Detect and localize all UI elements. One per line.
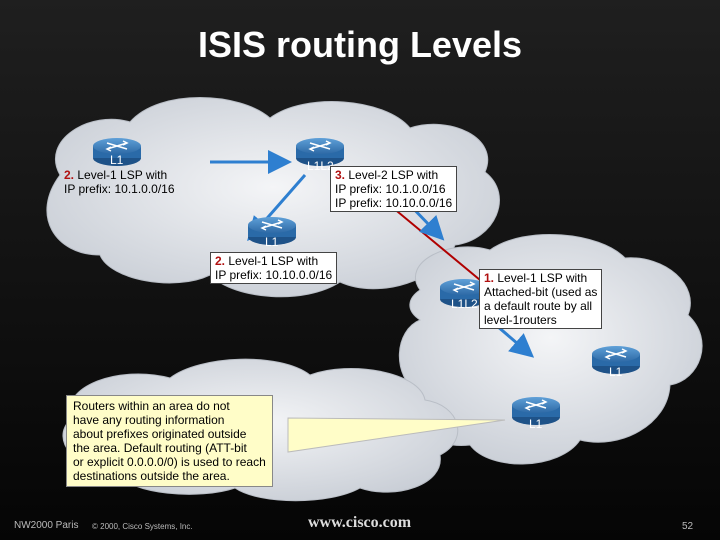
- router-level-label: L1L2: [307, 159, 334, 173]
- router-icon: [93, 138, 141, 166]
- note-pointer: [287, 417, 506, 453]
- annotation-level1-lsp-2: 2. Level-1 LSP with IP prefix: 10.10.0.0…: [210, 252, 338, 284]
- page-number: 52: [682, 521, 694, 532]
- annotation-level1-lsp-1: 2. Level-1 LSP with IP prefix: 10.1.0.0/…: [64, 168, 175, 196]
- area-1-cloud: [46, 97, 500, 298]
- router-level-label: L1: [609, 365, 623, 379]
- router-level-label: L1: [110, 153, 124, 167]
- router-level-label: L1: [265, 235, 279, 249]
- annotation-level2-lsp: 3. Level-2 LSP with IP prefix: 10.1.0.0/…: [330, 166, 458, 212]
- slide-title: ISIS routing Levels: [197, 24, 523, 65]
- footer-event: NW2000 Paris: [14, 520, 79, 531]
- router-icon: [512, 397, 560, 425]
- router-icon: [248, 217, 296, 245]
- router-icon: [440, 279, 488, 307]
- router-level-label: L1: [529, 417, 543, 431]
- router-icon: [592, 346, 640, 374]
- footer-copyright: © 2000, Cisco Systems, Inc.: [92, 522, 193, 531]
- footer-url: www.cisco.com: [308, 514, 412, 531]
- area-routing-note: Routers within an area do not have any r…: [66, 395, 273, 487]
- annotation-attached-bit: 1. Level-1 LSP with Attached-bit (used a…: [479, 269, 603, 329]
- router-level-label: L1L2: [451, 297, 478, 311]
- router-icon: [296, 138, 344, 166]
